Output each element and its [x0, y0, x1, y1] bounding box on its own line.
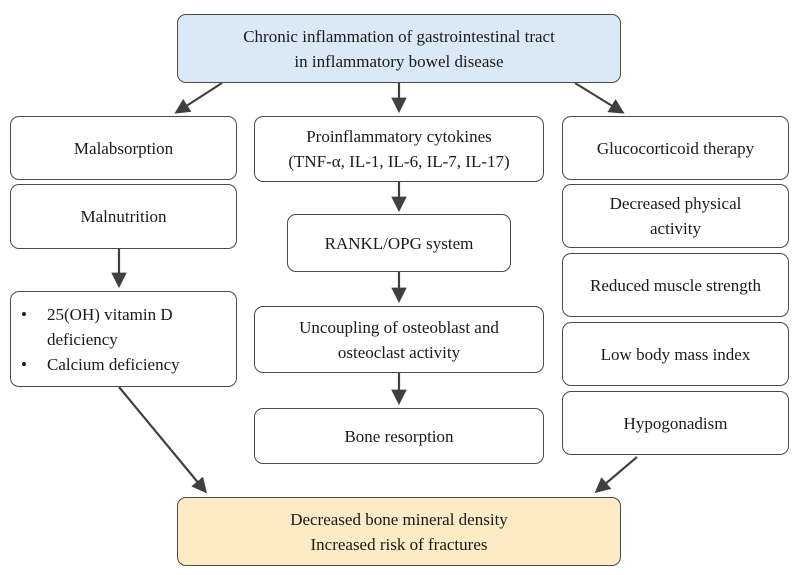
activity-line-1: Decreased physical — [609, 194, 742, 213]
arrow-hypogonadism-to-bmd — [594, 456, 638, 493]
uncoupling-line-1: Uncoupling of osteoblast and — [299, 317, 499, 337]
rankl-opg-box: RANKL/OPG system — [287, 214, 511, 272]
bmi-label: Low body mass index — [600, 344, 751, 364]
malnutrition-label: Malnutrition — [80, 207, 167, 226]
muscle-strength-box: Reduced muscle strength — [562, 253, 789, 317]
cytokines-line-1: Proinflammatory cytokines — [306, 127, 492, 146]
arrow-top-to-glucocorticoid — [574, 82, 625, 114]
cytokines-line-2: (TNF-α, IL-1, IL-6, IL-7, IL-17) — [288, 152, 510, 171]
deficiency-box: 25(OH) vitamin D deficiency Calcium defi… — [10, 291, 237, 387]
arrow-top-to-malabsorption — [174, 82, 223, 114]
malabsorption-box: Malabsorption — [10, 116, 237, 180]
bone-density-outcome-box: Decreased bone mineral density Increased… — [177, 497, 621, 566]
top-line-1: Chronic inflammation of gastrointestinal… — [243, 26, 555, 46]
resorption-label: Bone resorption — [344, 426, 454, 446]
uncoupling-box: Uncoupling of osteoblast and osteoclast … — [254, 306, 544, 373]
malabsorption-label: Malabsorption — [73, 138, 174, 158]
rankl-label: RANKL/OPG system — [324, 233, 474, 253]
deficiency-list: 25(OH) vitamin D deficiency Calcium defi… — [11, 302, 207, 377]
muscle-label: Reduced muscle strength — [590, 275, 761, 295]
bottom-line-2: Increased risk of fractures — [310, 534, 488, 554]
malnutrition-box: Malnutrition — [10, 184, 237, 249]
glucocorticoid-label: Glucocorticoid therapy — [596, 138, 755, 158]
top-line-2: in inflammatory bowel disease — [294, 51, 504, 71]
glucocorticoid-box: Glucocorticoid therapy — [562, 116, 789, 180]
uncoupling-line-2: osteoclast activity — [337, 342, 461, 362]
activity-line-2: activity — [650, 219, 701, 238]
bone-resorption-box: Bone resorption — [254, 408, 544, 464]
hypogonadism-label: Hypogonadism — [623, 413, 728, 433]
deficiency-item: Calcium deficiency — [21, 352, 207, 377]
body-mass-index-box: Low body mass index — [562, 322, 789, 386]
deficiency-item: 25(OH) vitamin D deficiency — [21, 302, 207, 352]
arrow-deficiency-to-bmd — [118, 386, 207, 494]
bottom-line-1: Decreased bone mineral density — [290, 509, 508, 529]
ibd-inflammation-box: Chronic inflammation of gastrointestinal… — [177, 14, 621, 83]
physical-activity-box: Decreased physical activity — [562, 184, 789, 248]
hypogonadism-box: Hypogonadism — [562, 391, 789, 455]
cytokines-box: Proinflammatory cytokines (TNF-α, IL-1, … — [254, 116, 544, 182]
